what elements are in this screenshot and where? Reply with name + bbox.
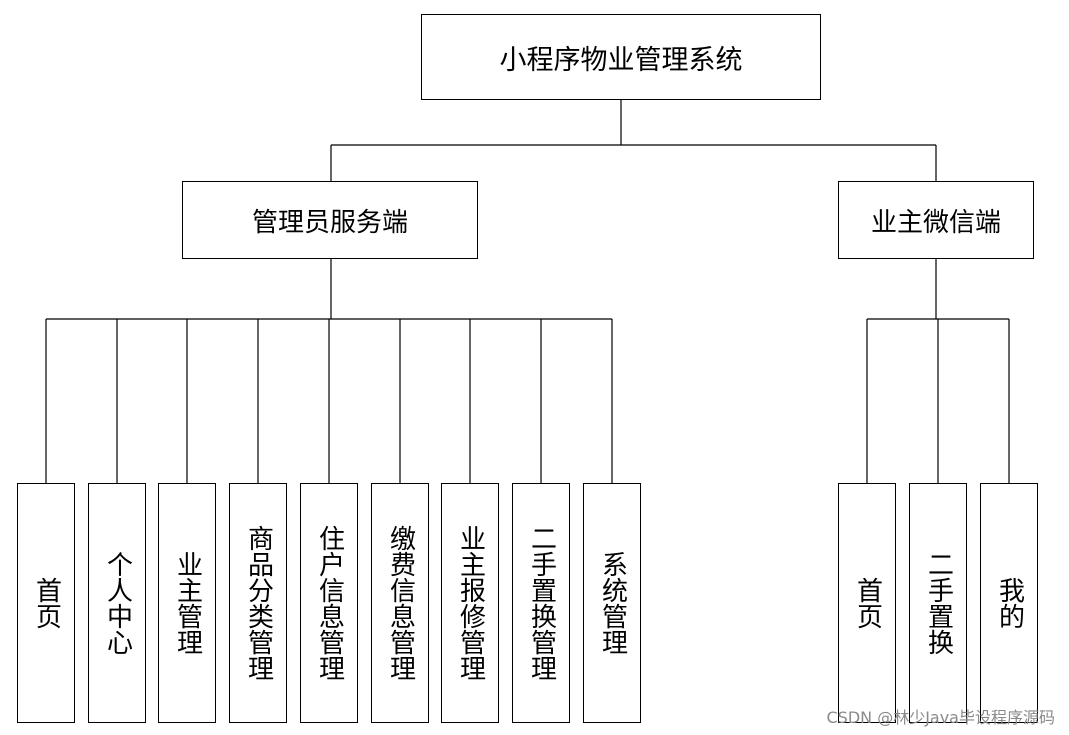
admin-branch-node: 管理员服务端 — [182, 181, 478, 259]
admin-leaf-product-category: 商品分类管理 — [229, 483, 287, 723]
root-node: 小程序物业管理系统 — [421, 14, 821, 100]
admin-leaf-home: 首页 — [17, 483, 75, 723]
admin-leaf-secondhand-management: 二手置换管理 — [512, 483, 570, 723]
owner-leaf-mine: 我的 — [980, 483, 1038, 723]
watermark-text: CSDN @林少Java毕设程序源码 — [826, 708, 1055, 727]
admin-leaf-payment-info: 缴费信息管理 — [371, 483, 429, 723]
admin-leaf-resident-info: 住户信息管理 — [300, 483, 358, 723]
owner-leaf-home: 首页 — [838, 483, 896, 723]
admin-leaf-system-management: 系统管理 — [583, 483, 641, 723]
admin-leaf-repair-management: 业主报修管理 — [441, 483, 499, 723]
admin-leaf-personal-center: 个人中心 — [88, 483, 146, 723]
owner-leaf-secondhand: 二手置换 — [909, 483, 967, 723]
admin-leaf-owner-management: 业主管理 — [158, 483, 216, 723]
owner-branch-node: 业主微信端 — [838, 181, 1034, 259]
